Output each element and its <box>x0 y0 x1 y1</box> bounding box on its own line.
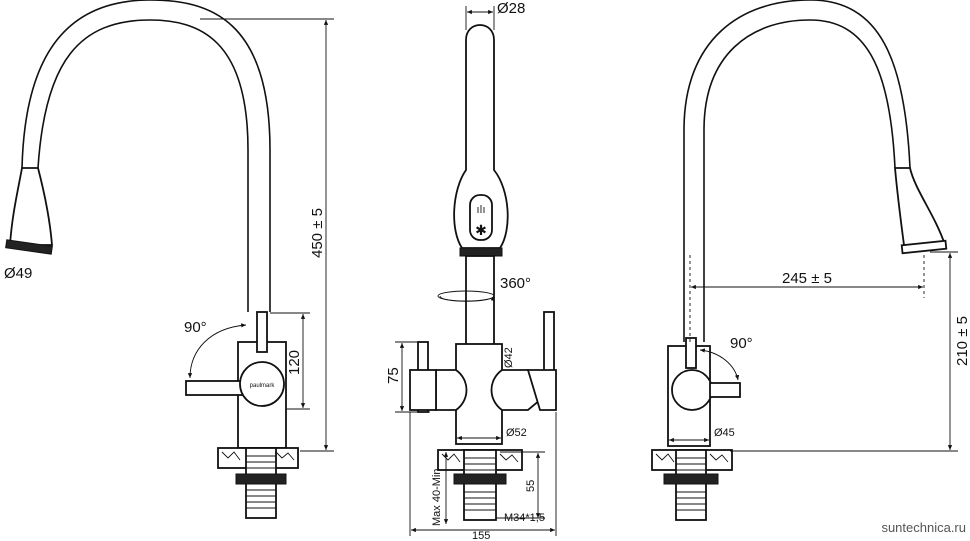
left-lever-stem <box>256 311 268 353</box>
right-lever-angle: 90° <box>730 335 753 352</box>
left-base-texture <box>221 451 295 461</box>
front-spray-icon <box>477 205 485 213</box>
front-width-dim: 155 <box>472 530 490 541</box>
front-spout-diameter: Ø28 <box>497 0 525 17</box>
right-base-diameter: Ø45 <box>714 427 735 439</box>
front-spout-tube <box>453 24 509 249</box>
left-spray-nozzle <box>5 239 53 255</box>
right-nut <box>663 473 719 485</box>
left-nut <box>235 473 287 485</box>
front-body-left-cut <box>435 369 468 411</box>
right-reach-dim: 245 ± 5 <box>782 270 832 287</box>
front-nut <box>453 473 507 485</box>
left-body-height-dim: 120 <box>286 350 303 375</box>
right-view: 90° Ø45 245 ± 5 210 ± 5 <box>651 0 970 521</box>
front-spray-control <box>469 194 493 241</box>
right-spout-arch-inner <box>703 19 896 342</box>
front-rotation-label: 360° <box>500 275 531 292</box>
front-view: ✱ Ø28 360° Ø42 75 Ø52 <box>385 0 557 541</box>
right-height-dim: 210 ± 5 <box>954 316 970 366</box>
right-spray-nozzle <box>900 239 948 255</box>
front-max-mount-label: Max 40-Min <box>431 469 443 526</box>
left-spout-arch-inner <box>21 0 271 312</box>
right-spray-head <box>894 167 947 246</box>
right-lever <box>709 382 741 398</box>
right-shank <box>675 449 707 521</box>
left-lever <box>185 380 245 396</box>
front-rotation-arrow <box>439 295 495 302</box>
front-base-diameter: Ø52 <box>506 427 527 439</box>
front-spray-star: ✱ <box>475 222 487 238</box>
right-base-texture <box>655 453 729 463</box>
left-angle-arc <box>187 323 247 379</box>
right-lever-stem <box>685 337 697 369</box>
left-spray-diameter: Ø49 <box>4 265 32 282</box>
right-spout-arch <box>683 0 911 342</box>
left-brand-label: paulmark <box>250 383 276 389</box>
right-shank-thread <box>676 457 706 511</box>
front-shank-length-dim: 55 <box>525 480 537 492</box>
front-spray-ring <box>459 247 503 257</box>
front-shank <box>463 449 497 521</box>
front-shank-thread <box>464 457 496 511</box>
watermark: suntechnica.ru <box>881 520 966 535</box>
front-body-height-dim: 75 <box>385 367 402 384</box>
left-lever-angle: 90° <box>184 319 207 336</box>
front-left-base <box>409 369 437 411</box>
left-spout-arch <box>37 19 249 312</box>
right-lever-disc <box>671 369 713 411</box>
left-shank-thread <box>246 455 276 509</box>
front-thread-label: M34*1,5 <box>504 512 545 524</box>
left-view: Ø49 paulmark 90° 450 ± 5 120 <box>4 0 334 519</box>
left-height-dim: 450 ± 5 <box>309 208 326 258</box>
front-body-diameter: Ø42 <box>503 347 515 368</box>
left-brand-disc <box>239 361 285 407</box>
front-right-lever <box>526 369 557 411</box>
left-spray-head <box>9 167 53 246</box>
right-angle-arc <box>699 348 740 381</box>
